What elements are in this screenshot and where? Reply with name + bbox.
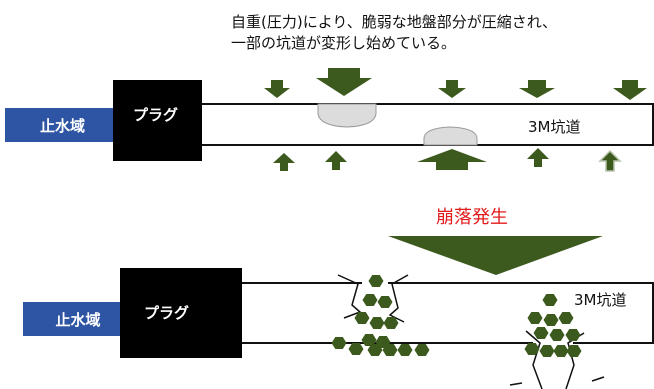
plug-bottom: プラグ <box>120 268 242 358</box>
debris-rock <box>558 312 574 324</box>
crack-line <box>525 330 543 389</box>
plug-top: プラグ <box>113 80 202 161</box>
debris-rock <box>565 329 581 341</box>
debris-rock <box>354 312 370 324</box>
debris-rock <box>377 296 393 308</box>
water-area-bottom: 止水域 <box>23 302 133 336</box>
tunnel-label-top: 3M坑道 <box>528 118 581 136</box>
debris-rock <box>397 344 413 356</box>
crack-line <box>388 274 409 323</box>
debris-rock <box>566 345 582 357</box>
debris-rock <box>367 344 383 356</box>
up-arrow <box>273 153 295 171</box>
debris-rock <box>362 294 378 306</box>
caption: 自重(圧力)により、脆弱な地盤部分が圧縮され、 一部の坑道が変形し始めている。 <box>231 12 557 54</box>
ceiling-bulge <box>317 103 377 128</box>
up-arrow-large <box>417 149 487 170</box>
crack-line <box>337 274 362 319</box>
down-arrow <box>264 80 290 98</box>
up-arrow-outline <box>598 149 622 172</box>
down-arrow <box>438 80 466 98</box>
debris-rock <box>524 343 540 355</box>
down-arrow <box>519 80 555 98</box>
debris-rock <box>414 344 430 356</box>
debris-rock <box>383 317 399 329</box>
crack-line <box>591 376 605 382</box>
water-area-label: 止水域 <box>39 116 85 135</box>
caption-line-1: 自重(圧力)により、脆弱な地盤部分が圧縮され、 <box>231 13 557 31</box>
plug-label: プラグ <box>133 106 179 124</box>
plug-label: プラグ <box>144 304 190 322</box>
debris-rock <box>542 294 558 306</box>
water-area-label: 止水域 <box>55 310 101 329</box>
up-arrow <box>325 151 347 170</box>
debris-rock <box>527 312 543 324</box>
debris-rock <box>533 327 549 339</box>
crack-line <box>509 382 523 386</box>
debris-rock <box>348 343 364 355</box>
tunnel-label-bottom: 3M坑道 <box>574 291 627 309</box>
debris-rock <box>331 337 347 349</box>
debris-rock <box>369 317 385 329</box>
water-area-top: 止水域 <box>5 108 120 142</box>
debris-rock <box>361 334 377 346</box>
collapse-label: 崩落発生 <box>436 207 508 228</box>
down-arrow-large <box>316 68 372 96</box>
debris-rock <box>382 344 398 356</box>
floor-bulge <box>423 126 478 146</box>
debris-rock <box>543 314 559 326</box>
debris-rock <box>539 345 555 357</box>
collapse-arrow <box>388 236 603 275</box>
down-arrow <box>613 80 647 100</box>
up-arrow <box>527 148 549 167</box>
debris-rock <box>549 329 565 341</box>
caption-line-2: 一部の坑道が変形し始めている。 <box>231 34 457 52</box>
debris-rock <box>368 275 384 287</box>
debris-rock <box>553 345 569 357</box>
